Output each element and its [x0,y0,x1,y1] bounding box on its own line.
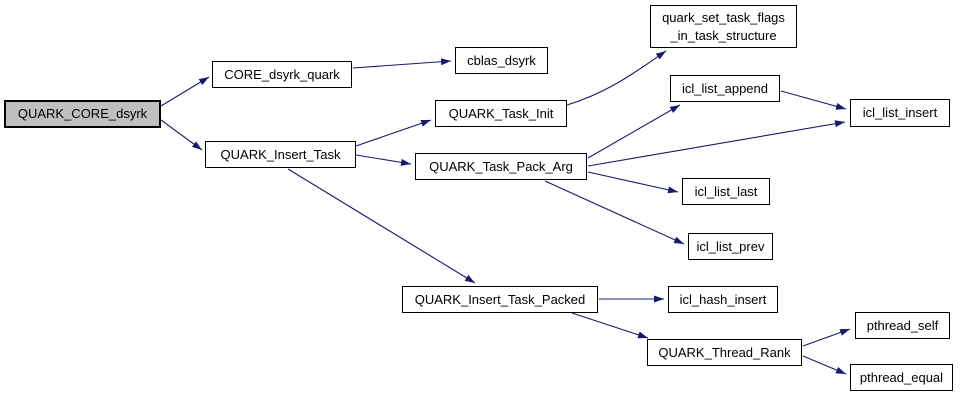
node-quark-task-init[interactable]: QUARK_Task_Init [435,100,567,127]
node-label: pthread_self [866,317,939,333]
node-icl-list-last[interactable]: icl_list_last [682,178,770,205]
node-quark-insert-task[interactable]: QUARK_Insert_Task [205,141,356,168]
node-label: CORE_dsyrk_quark [224,66,340,82]
edge-quark-thread-rank-to-pthread-self [802,328,851,347]
edge-quark-insert-task-to-quark-task-pack-arg [355,154,412,166]
edge-quark-insert-task-to-quark-insert-task-packed [287,168,476,284]
edge-quark-insert-task-to-quark-task-init [355,119,432,147]
node-pthread-self[interactable]: pthread_self [855,312,950,339]
edge-icl-list-append-to-icl-list-insert [780,90,847,110]
edge-quark-task-pack-arg-to-icl-list-last [587,171,679,194]
node-quark-insert-task-packed[interactable]: QUARK_Insert_Task_Packed [402,286,598,313]
node-label: quark_set_task_flags _in_task_structure [662,9,785,43]
node-icl-list-insert[interactable]: icl_list_insert [850,99,950,127]
node-icl-hash-insert[interactable]: icl_hash_insert [668,286,778,313]
node-label: QUARK_Task_Pack_Arg [429,158,573,174]
node-label: QUARK_CORE_dsyrk [17,106,148,122]
node-label: pthread_equal [859,369,944,385]
node-label: QUARK_Thread_Rank [658,344,791,360]
edge-quark-thread-rank-to-pthread-equal [802,355,847,375]
node-icl-list-append[interactable]: icl_list_append [670,75,780,102]
edge-quark-task-pack-arg-to-icl-list-prev [544,180,685,245]
edge-quark-task-init-to-quark-set-task-flags [566,50,667,106]
node-label: icl_list_append [681,80,768,96]
node-label: icl_hash_insert [679,291,767,307]
node-label: icl_list_last [694,183,758,199]
edge-quark-core-dsyrk-to-core-dsyrk-quark [160,76,210,107]
node-quark-core-dsyrk[interactable]: QUARK_CORE_dsyrk [4,100,161,128]
node-cblas-dsyrk[interactable]: cblas_dsyrk [455,47,548,74]
edge-quark-task-pack-arg-to-icl-list-append [587,104,681,159]
edge-quark-task-pack-arg-to-icl-list-insert [587,120,846,167]
node-label: QUARK_Task_Init [448,105,554,121]
edge-quark-core-dsyrk-to-quark-insert-task [160,119,203,151]
edge-quark-insert-task-packed-to-quark-thread-rank [571,312,649,339]
edge-core-dsyrk-quark-to-cblas-dsyrk [352,58,452,69]
node-label: icl_list_insert [862,105,938,121]
node-quark-task-pack-arg[interactable]: QUARK_Task_Pack_Arg [415,153,587,180]
node-icl-list-prev[interactable]: icl_list_prev [688,233,773,260]
node-label: cblas_dsyrk [467,52,536,68]
node-label: QUARK_Insert_Task_Packed [414,291,586,307]
node-core-dsyrk-quark[interactable]: CORE_dsyrk_quark [212,61,352,88]
node-label: icl_list_prev [696,238,765,254]
node-pthread-equal[interactable]: pthread_equal [850,364,953,391]
node-quark-thread-rank[interactable]: QUARK_Thread_Rank [647,339,802,366]
node-quark-set-task-flags[interactable]: quark_set_task_flags _in_task_structure [650,5,797,48]
node-label: QUARK_Insert_Task [220,146,341,162]
